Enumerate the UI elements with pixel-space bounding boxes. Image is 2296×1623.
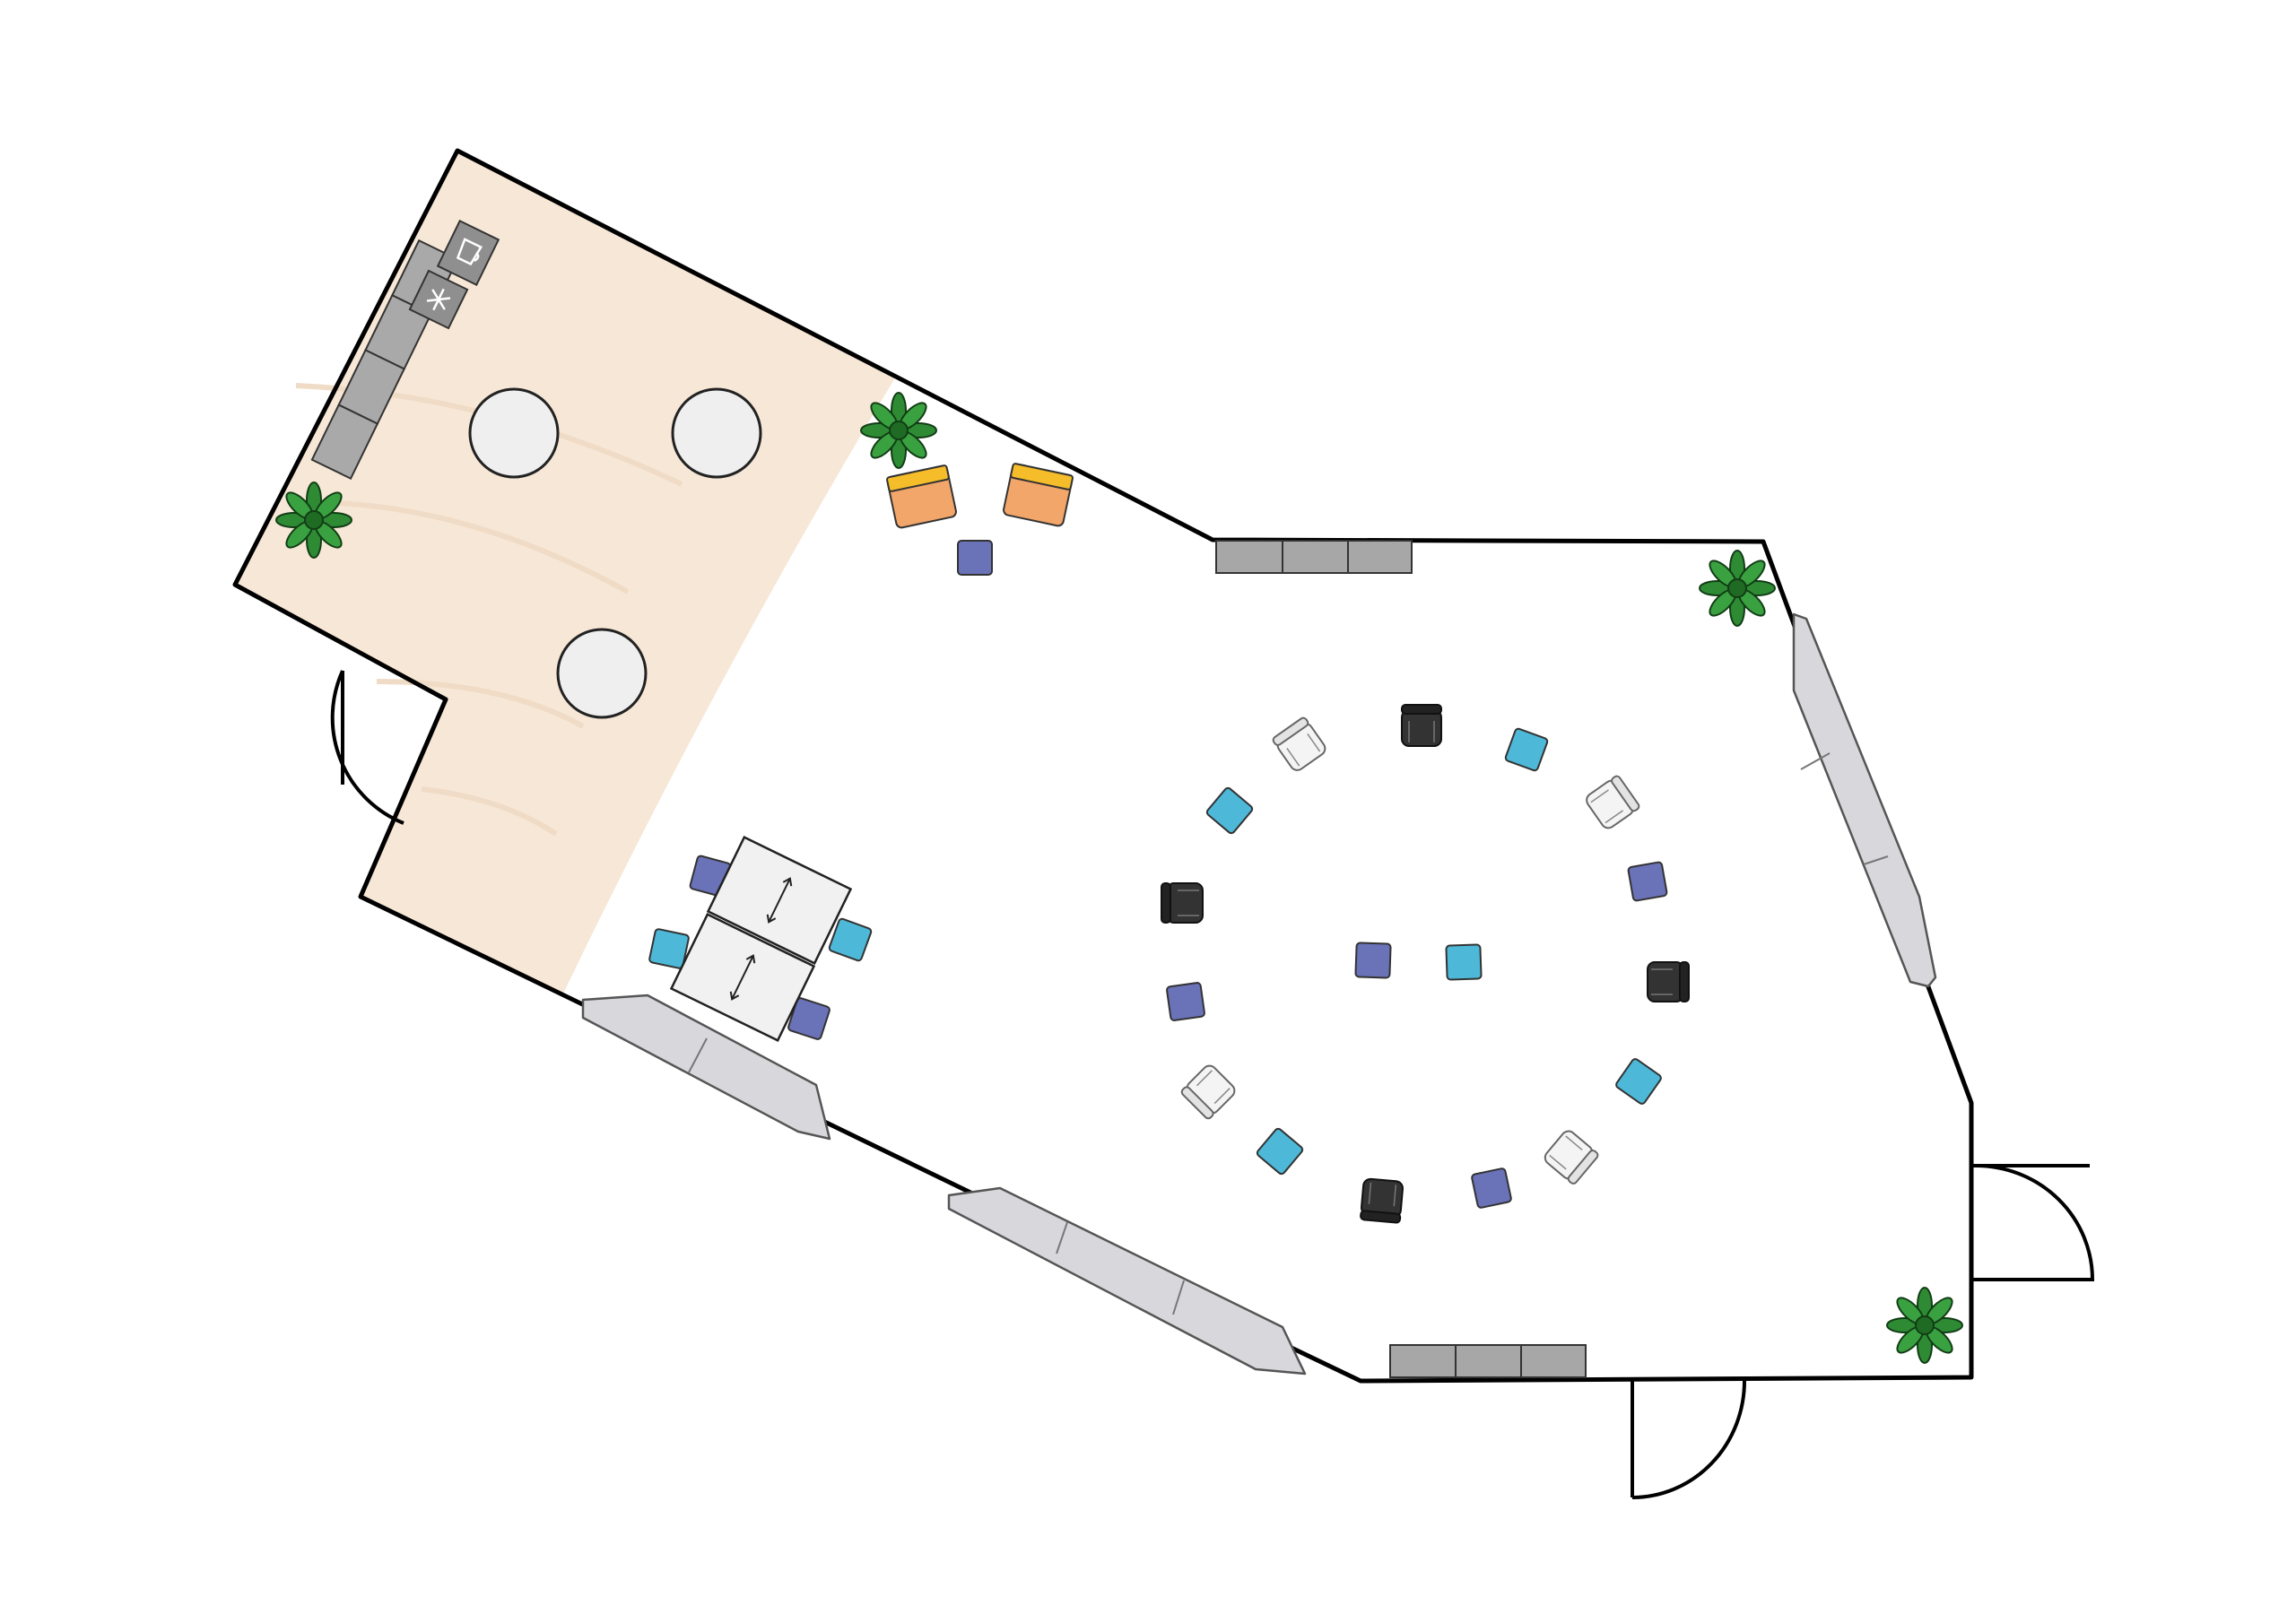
seat-cube-light-blue	[1613, 1056, 1664, 1107]
window-panel-lower-left	[581, 994, 831, 1141]
circle-seating	[1161, 704, 1690, 1224]
seat-cube-light-blue	[1255, 1126, 1305, 1176]
round-table	[556, 628, 648, 719]
lounge-chair	[886, 464, 957, 529]
seat-cube-indigo	[1470, 1167, 1513, 1210]
chair-dark	[1401, 704, 1442, 747]
cabinet-top	[1215, 540, 1413, 574]
window-panel-right	[1792, 612, 1937, 988]
seat-cube-indigo	[1165, 981, 1206, 1022]
seat-cube-light-blue	[1503, 726, 1550, 773]
chair-white	[1271, 716, 1329, 775]
chair-dark	[1647, 961, 1690, 1002]
height-adjust-arrow-icon	[706, 836, 853, 965]
cabinet-bottom	[1389, 1344, 1587, 1378]
window-panel-bottom	[947, 1186, 1307, 1376]
plant-icon	[1886, 1287, 1963, 1364]
coffee-machine-icon	[436, 219, 500, 287]
door-right[interactable]	[1973, 1164, 2094, 1281]
snowflake-icon	[408, 269, 469, 330]
seat-cube-light-blue	[1445, 943, 1483, 981]
plant-icon	[275, 482, 352, 559]
seat-cube-indigo	[1354, 942, 1392, 979]
chair-dark	[1359, 1177, 1405, 1224]
chair-dark	[1161, 882, 1204, 924]
chair-white	[1541, 1127, 1601, 1186]
door-left[interactable]	[330, 668, 446, 825]
round-table	[671, 387, 762, 479]
outer-wall	[232, 148, 1974, 1384]
door-bottom[interactable]	[1631, 1380, 1746, 1499]
seat-cube-indigo	[1626, 860, 1669, 903]
seat-cube-indigo	[957, 540, 993, 576]
plant-icon	[1699, 550, 1776, 627]
plant-icon	[860, 392, 937, 469]
kitchen-counter	[310, 239, 459, 481]
seat-cube-light-blue	[1205, 785, 1255, 836]
seat-cube-light-blue	[827, 916, 874, 963]
height-adjust-arrow-icon	[669, 913, 816, 1042]
lounge-chair	[1003, 463, 1074, 527]
round-table	[468, 387, 560, 479]
adjustable-desk-cluster	[648, 836, 874, 1042]
chair-white	[1582, 774, 1641, 832]
chair-white	[1179, 1062, 1239, 1121]
